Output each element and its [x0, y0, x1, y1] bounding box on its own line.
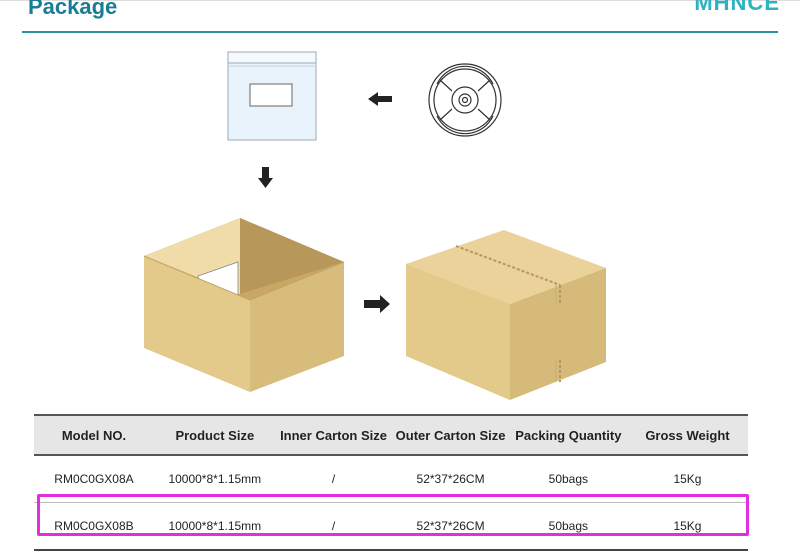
col-gross-weight: Gross Weight: [626, 414, 748, 456]
cell-inner-carton-size: /: [275, 455, 392, 503]
arrow-right-icon: [364, 295, 390, 313]
cell-packing-quantity: 50bags: [509, 502, 627, 551]
cell-product-size: 10000*8*1.15mm: [153, 502, 276, 551]
table-row: RM0C0GX08B 10000*8*1.15mm / 52*37*26CM 5…: [34, 502, 748, 551]
cell-outer-carton-size: 52*37*26CM: [391, 455, 510, 503]
cell-gross-weight: 15Kg: [626, 502, 748, 551]
packaging-illustration: [143, 51, 606, 400]
open-carton-icon: [143, 218, 345, 392]
table-header-row: Model NO. Product Size Inner Carton Size…: [34, 414, 748, 456]
brand-logo: MHNCE: [694, 0, 780, 15]
page-title: Package: [28, 0, 118, 19]
cell-outer-carton-size: 52*37*26CM: [391, 502, 510, 551]
cell-inner-carton-size: /: [275, 502, 392, 551]
antistatic-bag-icon: [227, 51, 317, 141]
col-model-no: Model NO.: [34, 414, 154, 456]
top-border: [0, 0, 800, 1]
cell-gross-weight: 15Kg: [626, 455, 748, 503]
col-packing-quantity: Packing Quantity: [509, 414, 627, 456]
cell-model-no: RM0C0GX08A: [34, 455, 154, 503]
specification-table: Model NO. Product Size Inner Carton Size…: [34, 414, 748, 551]
cell-packing-quantity: 50bags: [509, 455, 627, 503]
reel-icon: [428, 63, 502, 137]
arrow-left-icon: [368, 92, 392, 106]
col-outer-carton-size: Outer Carton Size: [391, 414, 510, 456]
table-row: RM0C0GX08A 10000*8*1.15mm / 52*37*26CM 5…: [34, 455, 748, 503]
col-product-size: Product Size: [153, 414, 276, 456]
cell-product-size: 10000*8*1.15mm: [153, 455, 276, 503]
col-inner-carton-size: Inner Carton Size: [275, 414, 392, 456]
arrow-down-icon: [258, 167, 273, 188]
header-divider: [22, 31, 778, 33]
sealed-carton-icon: [406, 230, 606, 400]
cell-model-no: RM0C0GX08B: [34, 502, 154, 551]
